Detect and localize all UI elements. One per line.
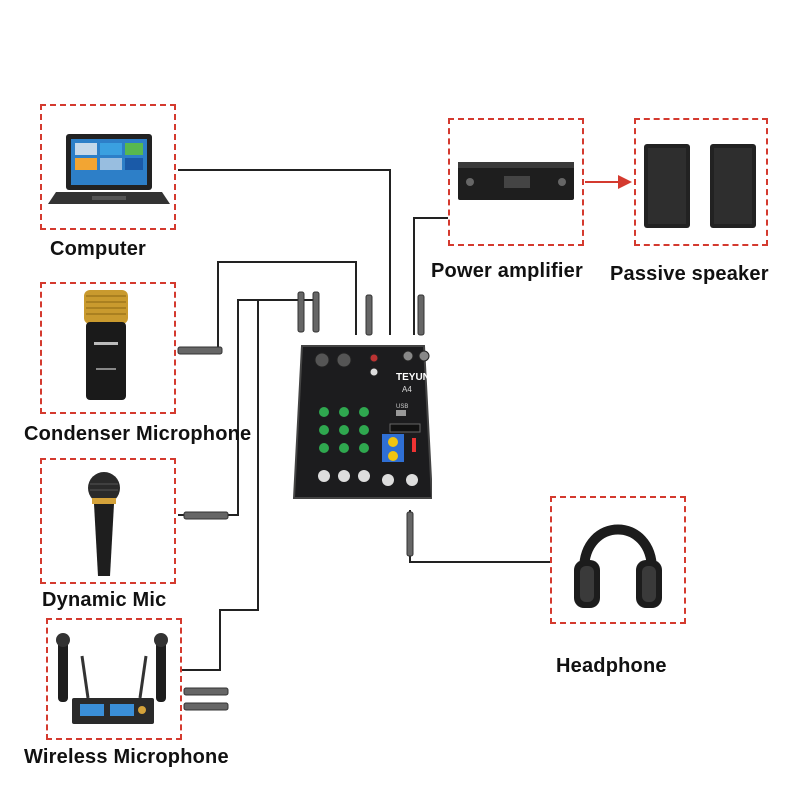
speaker-box — [634, 118, 768, 246]
label-headphone: Headphone — [556, 655, 667, 677]
jack-plug-7 — [183, 511, 229, 520]
mixer-model: A4 — [402, 385, 412, 394]
cable-wireless — [178, 299, 316, 671]
jack-plug-3 — [365, 294, 373, 336]
dynamic-box — [40, 458, 176, 584]
label-condenser: Condenser Microphone — [24, 423, 252, 445]
jack-plug-5 — [406, 511, 414, 557]
cable-headphone — [409, 510, 555, 563]
label-dynamic: Dynamic Mic — [42, 589, 167, 611]
label-wireless: Wireless Microphone — [24, 746, 229, 768]
jack-plug-1 — [297, 291, 305, 333]
computer-box — [40, 104, 176, 230]
condenser-microphone-icon — [84, 290, 128, 400]
headphone-box — [550, 496, 686, 624]
laptop-icon — [48, 134, 170, 204]
mixer: TEYUN A4 USB — [292, 345, 432, 499]
label-computer: Computer — [50, 238, 147, 260]
headphone-icon — [574, 524, 662, 608]
power-amplifier-icon — [458, 162, 574, 200]
wireless-box — [46, 618, 182, 740]
dynamic-microphone-icon — [88, 472, 120, 576]
wireless-microphone-icon — [56, 633, 168, 724]
arrow-amp-to-speaker — [585, 175, 632, 189]
cable-computer — [178, 169, 391, 335]
mixer-brand: TEYUN — [396, 372, 430, 383]
cable-dynamic — [178, 299, 300, 516]
jack-plug-8 — [183, 687, 229, 696]
jack-plug-4 — [417, 294, 425, 336]
label-speaker: Passive speaker — [610, 263, 769, 285]
jack-plug-9 — [183, 702, 229, 711]
amplifier-box — [448, 118, 584, 246]
condenser-box — [40, 282, 176, 414]
label-amplifier: Power amplifier — [431, 260, 583, 282]
cable-condenser — [178, 261, 357, 351]
mixer-usb-label: USB — [396, 404, 408, 410]
jack-plug-2 — [312, 291, 320, 333]
cable-amplifier — [413, 217, 448, 335]
jack-plug-6 — [177, 346, 223, 355]
passive-speaker-icon — [644, 144, 756, 228]
